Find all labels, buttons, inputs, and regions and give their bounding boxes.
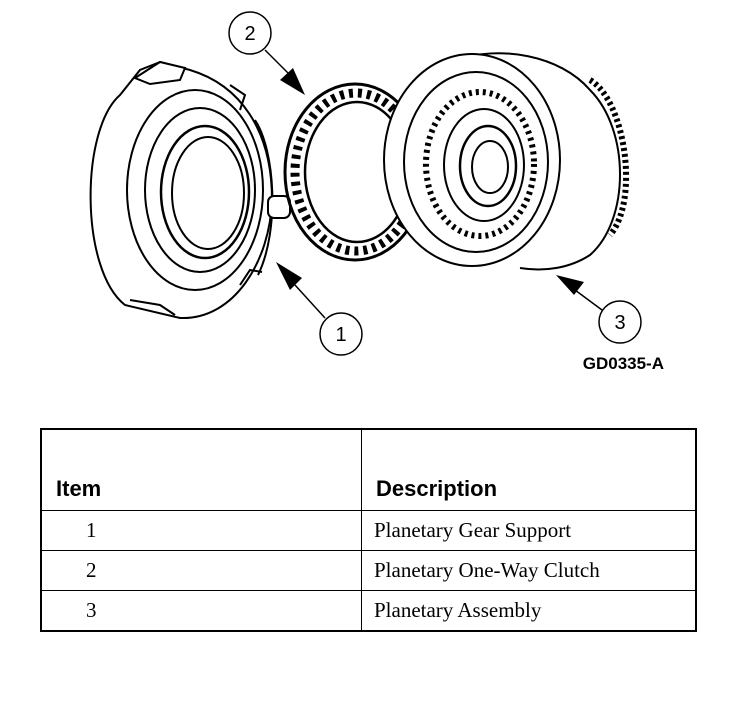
callout-2: 2 (228, 11, 305, 95)
table-row: 1 Planetary Gear Support (40, 510, 697, 551)
item-description: Planetary Assembly (361, 590, 697, 632)
planetary-gear-support-drawing (89, 60, 291, 320)
item-number: 3 (40, 590, 362, 632)
table-row: 3 Planetary Assembly (40, 590, 697, 632)
header-description: Description (361, 428, 697, 511)
table-row: 2 Planetary One-Way Clutch (40, 550, 697, 591)
callout-3: 3 (556, 275, 642, 344)
parts-table: Item Description 1 Planetary Gear Suppor… (40, 428, 697, 632)
item-number: 1 (40, 510, 362, 551)
figure-id: GD0335-A (583, 354, 664, 373)
item-number: 2 (40, 550, 362, 591)
exploded-view-diagram: 2 1 3 GD0335-A (89, 11, 664, 373)
svg-text:1: 1 (335, 324, 346, 346)
svg-text:3: 3 (614, 312, 625, 334)
item-description: Planetary Gear Support (361, 510, 697, 551)
planetary-assembly-drawing (383, 52, 630, 271)
callout-1: 1 (276, 262, 363, 356)
item-description: Planetary One-Way Clutch (361, 550, 697, 591)
svg-text:2: 2 (244, 23, 255, 45)
header-item: Item (40, 428, 362, 511)
table-header-row: Item Description (40, 428, 697, 511)
